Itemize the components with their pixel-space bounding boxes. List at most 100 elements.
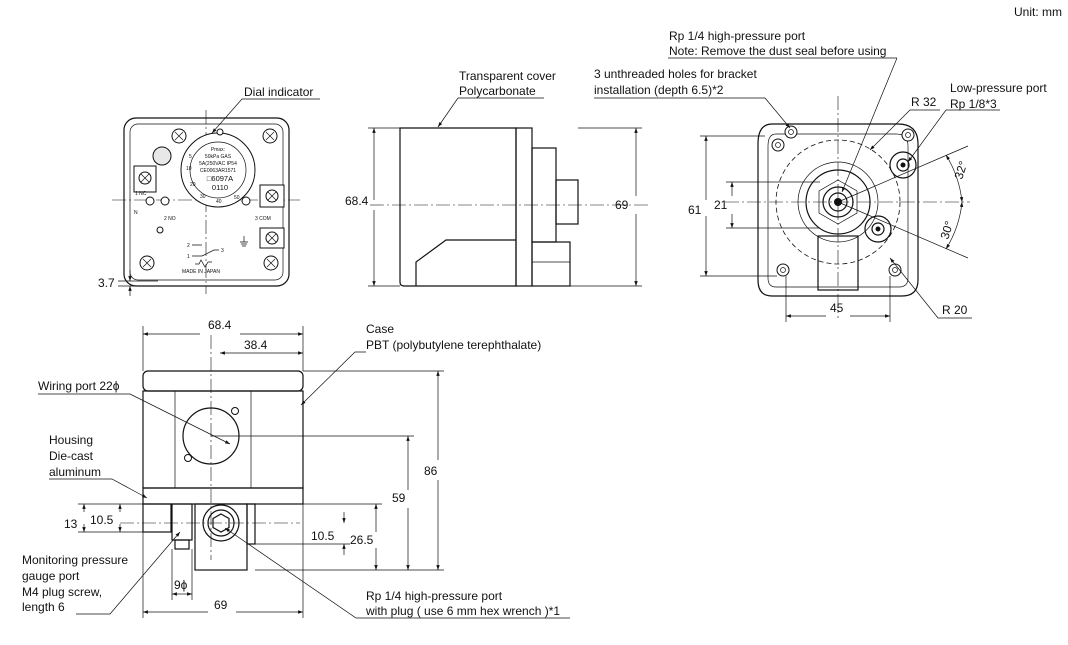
housing-leader xyxy=(49,478,148,499)
housing-material-2: aluminum xyxy=(49,465,101,479)
side-block xyxy=(531,147,557,243)
dim-side-69: 69 xyxy=(615,198,629,212)
front-knob xyxy=(152,146,172,166)
monitoring-port-tip xyxy=(174,539,190,550)
term-screw-d xyxy=(156,226,164,234)
dim-back-61: 61 xyxy=(688,203,702,217)
dial-text-1: 50kPa GAS xyxy=(205,154,232,160)
low-pressure-port-outer xyxy=(889,151,917,179)
side-cover-step xyxy=(415,239,516,286)
dim-bottom-10-5-left: 10.5 xyxy=(90,513,114,527)
wiring-screw-2 xyxy=(184,454,192,462)
side-bottom-block xyxy=(531,241,571,287)
dim-bottom-10-5-right: 10.5 xyxy=(311,529,335,543)
monitoring-label-4: length 6 xyxy=(22,600,65,614)
hp-plug-label-2: with plug ( use 6 mm hex wrench )*1 xyxy=(365,604,560,618)
case-material-label: PBT (polybutylene terephthalate) xyxy=(366,338,541,352)
schematic-wave xyxy=(195,259,212,268)
angle-arc-30 xyxy=(945,201,964,250)
r20-label: R 20 xyxy=(942,303,968,317)
made-in-label: MADE IN JAPAN xyxy=(182,269,220,275)
back-port-ring-2 xyxy=(805,169,871,235)
dim-3-7-text: 3.7 xyxy=(98,276,115,290)
schematic-switch xyxy=(192,244,219,257)
hp-port-label: Rp 1/4 high-pressure port xyxy=(669,29,806,43)
terminal-nc-label: 1 NC xyxy=(135,191,147,197)
holes-leader xyxy=(594,97,791,129)
monitoring-label-3: M4 plug screw, xyxy=(22,585,102,599)
schematic-1: 1 xyxy=(187,254,190,260)
lp-port-label: Low-pressure port xyxy=(950,81,1047,95)
polycarbonate-label: Polycarbonate xyxy=(459,84,536,98)
hp-plug-hex xyxy=(212,513,230,533)
housing-material-1: Die-cast xyxy=(49,449,94,463)
dim-bottom-86: 86 xyxy=(424,464,438,478)
dim-bottom-38-4: 38.4 xyxy=(244,338,268,352)
case-label: Case xyxy=(366,322,394,336)
hp-plug-leader xyxy=(224,527,570,619)
case-leader xyxy=(300,351,366,406)
back-port-ring-1 xyxy=(797,161,879,243)
monitoring-label-2: gauge port xyxy=(22,569,80,583)
back-port-hex xyxy=(818,179,858,225)
schematic-2: 2 xyxy=(187,243,190,249)
side-port xyxy=(555,179,579,225)
housing-label: Housing xyxy=(49,433,93,447)
schematic-3: 3 xyxy=(221,248,224,254)
monitoring-port-body xyxy=(171,503,193,541)
dial-indicator-label: Dial indicator xyxy=(244,85,313,99)
dim-back-21: 21 xyxy=(714,198,728,212)
bracket-hole-2 xyxy=(771,138,785,152)
angle-30-text: 30° xyxy=(938,219,957,241)
dial-inner xyxy=(189,141,247,199)
bottom-case-body xyxy=(142,390,304,489)
lp-port-leader xyxy=(907,109,1000,163)
back-bottom-port xyxy=(817,235,859,291)
hp-plug-label-1: Rp 1/4 high-pressure port xyxy=(366,589,503,603)
dim-bottom-68-4: 68.4 xyxy=(208,318,232,332)
dial-scale-3: 30 xyxy=(200,194,206,200)
bracket-hole-3 xyxy=(776,263,790,277)
dim-back-45: 45 xyxy=(830,301,844,315)
dim-bottom-59: 59 xyxy=(392,491,406,505)
monitoring-leader xyxy=(76,531,181,615)
dial-pointer xyxy=(216,128,224,136)
dim-side-68-4: 68.4 xyxy=(345,194,369,208)
bottom-boss-left xyxy=(142,503,172,533)
dial-text-3: CE0063AR1571 xyxy=(200,168,236,174)
front-screw-top-left xyxy=(171,128,187,144)
dial-scale-5: 50 xyxy=(234,195,240,201)
dial-scale-0: 5 xyxy=(189,154,192,160)
dial-text-4: □6097A xyxy=(207,174,233,183)
ground-icon xyxy=(240,236,248,247)
dial-indicator-leader xyxy=(211,98,320,134)
back-port-second-inner xyxy=(871,222,885,236)
bottom-view: 68.4 38.4 86 59 26.5 10.5 13 10.5 xyxy=(22,318,570,619)
bracket-hole-5 xyxy=(901,128,915,142)
term-screw-c xyxy=(241,196,251,206)
dial-scale-2: 20 xyxy=(190,182,196,188)
low-pressure-port-inner xyxy=(896,158,910,172)
back-port-second-outer xyxy=(864,215,892,243)
wiring-port-label: Wiring port 22ϕ xyxy=(38,379,120,393)
dial-text-2: 5A(250VAC IP54 xyxy=(199,161,237,167)
front-outer-frame xyxy=(123,117,290,287)
term-screw-b xyxy=(160,196,170,206)
side-view: 68.4 69 Transparent cover Polycarbonate xyxy=(345,69,650,287)
dial-scale-4: 40 xyxy=(216,199,222,205)
front-screw-top-right xyxy=(262,128,278,144)
transparent-cover-label: Transparent cover xyxy=(459,69,556,83)
term-screw-a xyxy=(145,196,155,206)
dim-bottom-9: 9ϕ xyxy=(174,578,188,592)
hp-note-label: Note: Remove the dust seal before using xyxy=(669,44,886,58)
terminal-n-label: N xyxy=(134,210,138,216)
unit-label: Unit: mm xyxy=(1014,5,1062,19)
terminal-no-label: 2 NO xyxy=(164,216,176,222)
lp-thread-label: Rp 1/8*3 xyxy=(950,97,997,111)
front-screw-bottom-right xyxy=(263,255,279,271)
dial-scale-1: 10 xyxy=(186,166,192,172)
dim-bottom-13: 13 xyxy=(64,517,78,531)
holes-label-1: 3 unthreaded holes for bracket xyxy=(594,67,757,81)
